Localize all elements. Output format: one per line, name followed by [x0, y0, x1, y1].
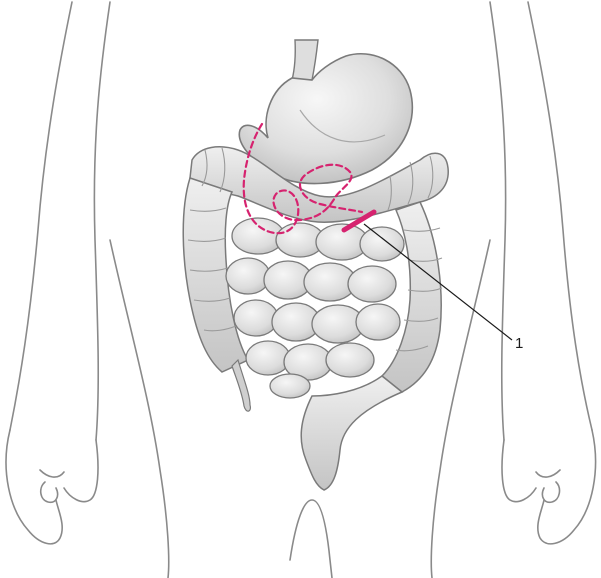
crotch-line [290, 500, 332, 578]
intestine-loop [360, 227, 404, 261]
right-arm-inner-edge [490, 2, 506, 440]
stomach [239, 40, 412, 184]
stomach-body [239, 54, 412, 184]
esophagus [292, 40, 318, 80]
intestine-loop [356, 304, 400, 340]
right-torso-edge [528, 2, 592, 430]
small-intestine [226, 218, 404, 398]
left-torso-edge [10, 2, 72, 430]
intestine-loop [246, 341, 290, 375]
right-hand [502, 430, 596, 544]
intestine-loop [270, 374, 310, 398]
intestine-loop [226, 258, 270, 294]
left-flank [110, 240, 169, 578]
left-arm-inner-edge [94, 2, 110, 440]
appendix [232, 360, 250, 411]
left-hand [6, 430, 98, 544]
callout-number: 1 [515, 335, 523, 352]
intestine-loop [234, 300, 278, 336]
rectum [301, 376, 402, 490]
intestine-loop [326, 343, 374, 377]
intestine-loop [348, 266, 396, 302]
